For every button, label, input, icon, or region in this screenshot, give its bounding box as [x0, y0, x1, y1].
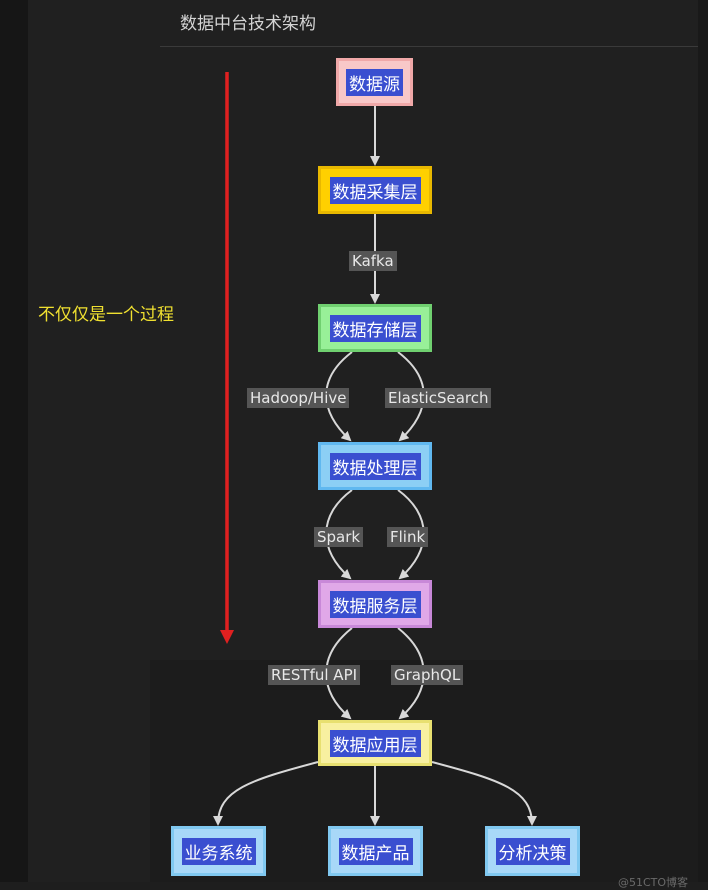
node-label: 数据处理层: [329, 452, 421, 480]
node-label: 数据源: [346, 68, 403, 96]
node-service-layer: 数据服务层: [318, 580, 432, 628]
node-app-layer: 数据应用层: [318, 720, 432, 766]
page-title: 数据中台技术架构: [180, 14, 316, 34]
node-data-source: 数据源: [336, 58, 413, 106]
node-process-layer: 数据处理层: [318, 442, 432, 490]
edge-app-decision: [431, 761, 537, 826]
node-storage-layer: 数据存储层: [318, 304, 432, 352]
edge-label-hadoop: Hadoop/Hive: [247, 388, 350, 408]
edge-app-biz: [213, 761, 319, 826]
edge-label-spark: Spark: [314, 527, 364, 547]
node-label: 业务系统: [181, 837, 256, 865]
node-label: 数据采集层: [329, 176, 421, 204]
node-analysis-decision: 分析决策: [485, 826, 580, 876]
node-label: 数据产品: [338, 837, 413, 865]
edge-label-flink: Flink: [387, 527, 429, 547]
watermark: @51CTO博客: [618, 876, 689, 889]
edge-label-graphql: GraphQL: [391, 665, 464, 685]
node-label: 数据服务层: [329, 590, 421, 618]
right-edge: [698, 0, 708, 882]
node-collect-layer: 数据采集层: [318, 166, 432, 214]
node-business-system: 业务系统: [171, 826, 266, 876]
left-gutter: [0, 0, 28, 882]
edge-label-restful: RESTful API: [268, 665, 361, 685]
title-divider: [160, 46, 698, 47]
node-label: 数据存储层: [329, 314, 421, 342]
edge-label-elasticsearch: ElasticSearch: [385, 388, 492, 408]
process-note: 不仅仅是一个过程: [38, 305, 174, 325]
node-label: 数据应用层: [329, 729, 421, 757]
node-label: 分析决策: [495, 837, 570, 865]
edge-label-kafka: Kafka: [349, 251, 397, 271]
node-data-product: 数据产品: [328, 826, 423, 876]
